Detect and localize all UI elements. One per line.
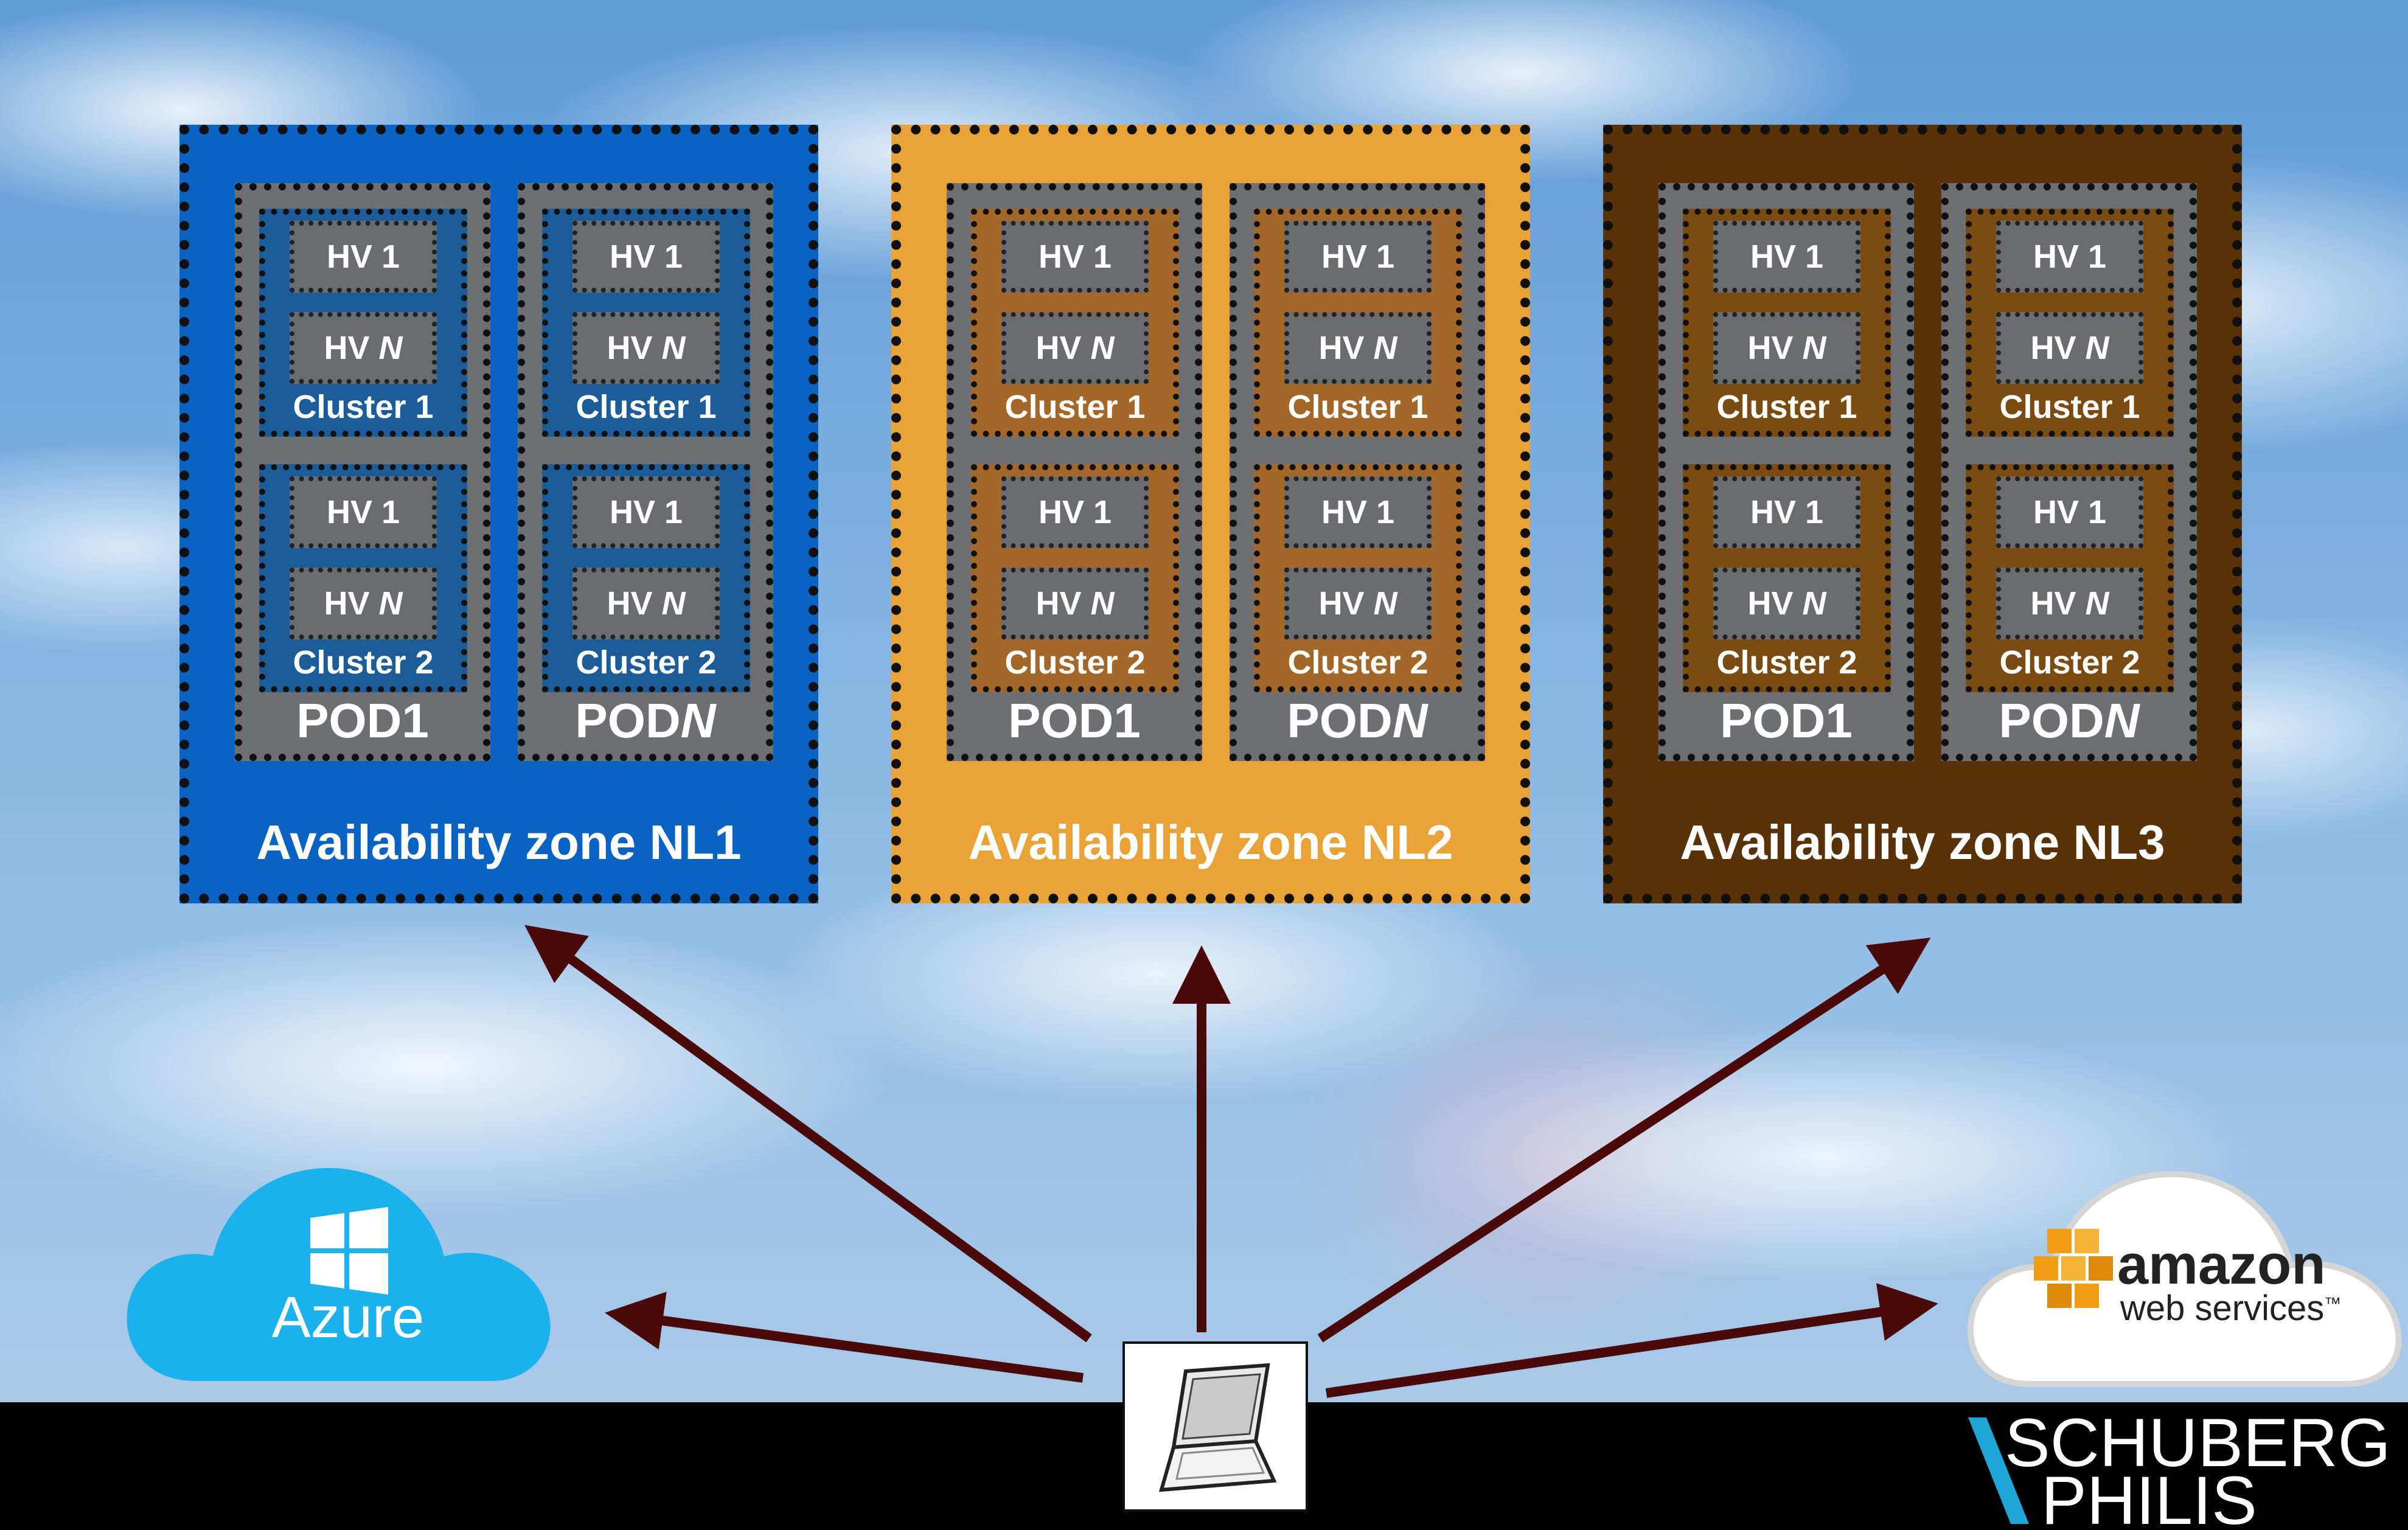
cluster-label: Cluster 1 — [1999, 389, 2140, 425]
cluster-1: HV 1 HV N Cluster 1 — [259, 209, 467, 437]
cluster-1: HV 1 HV N Cluster 1 — [1254, 209, 1462, 437]
pod-label: PODN — [1287, 694, 1428, 748]
hypervisor-n: HV N — [290, 312, 437, 384]
hypervisor-1: HV 1 — [1713, 221, 1860, 293]
hypervisor-1: HV 1 — [1001, 476, 1149, 548]
cluster-label: Cluster 1 — [576, 389, 717, 425]
cluster-2: HV 1 HV N Cluster 2 — [971, 464, 1179, 692]
pod-label: POD1 — [1008, 694, 1141, 748]
pod-n: HV 1 HV N Cluster 1 HV 1 HV N Cluster 2 … — [1230, 183, 1485, 761]
hypervisor-n: HV N — [1713, 312, 1860, 384]
pod-label: POD1 — [296, 694, 429, 748]
cluster-label: Cluster 2 — [1287, 644, 1428, 681]
pod-n: HV 1 HV N Cluster 1 HV 1 HV N Cluster 2 … — [518, 183, 773, 761]
availability-zone-nl3: HV 1 HV N Cluster 1 HV 1 HV N Cluster 2 … — [1603, 125, 2242, 903]
arrow-to-aws — [1325, 1283, 1938, 1398]
pod-1: HV 1 HV N Cluster 1 HV 1 HV N Cluster 2 … — [1658, 183, 1914, 761]
hypervisor-n: HV N — [1996, 312, 2143, 384]
hypervisor-1: HV 1 — [1001, 221, 1149, 293]
brand-line1: SCHUBERG — [2005, 1411, 2391, 1481]
cluster-label: Cluster 2 — [1004, 644, 1146, 681]
cluster-2: HV 1 HV N Cluster 2 — [1966, 464, 2174, 692]
hypervisor-n: HV N — [290, 568, 437, 639]
azure-cloud: Azure — [127, 1168, 551, 1381]
hypervisor-n: HV N — [1713, 568, 1860, 639]
arrow-to-nl1 — [524, 925, 1092, 1343]
cluster-2: HV 1 HV N Cluster 2 — [1683, 464, 1891, 692]
availability-zone-nl1: HV 1 HV N Cluster 1 HV 1 HV N Cluster 2 … — [179, 125, 818, 903]
hypervisor-n: HV N — [572, 568, 720, 639]
windows-logo-icon — [310, 1207, 388, 1295]
cluster-label: Cluster 1 — [1287, 389, 1428, 425]
aws-cloud: amazon web services™ — [1968, 1170, 2402, 1387]
hypervisor-1: HV 1 — [572, 221, 720, 293]
laptop-icon — [1158, 1363, 1277, 1492]
cluster-1: HV 1 HV N Cluster 1 — [1683, 209, 1891, 437]
hypervisor-n: HV N — [1001, 312, 1149, 384]
hypervisor-1: HV 1 — [290, 476, 437, 548]
cluster-2: HV 1 HV N Cluster 2 — [259, 464, 467, 692]
arrow-to-nl3 — [1317, 937, 1931, 1343]
hypervisor-1: HV 1 — [1996, 221, 2143, 293]
hypervisor-1: HV 1 — [1284, 221, 1432, 293]
hypervisor-1: HV 1 — [290, 221, 437, 293]
hypervisor-1: HV 1 — [1713, 476, 1860, 548]
aws-sub: web services™ — [2120, 1288, 2341, 1328]
cluster-label: Cluster 2 — [293, 644, 434, 681]
zone-title: Availability zone NL3 — [1680, 815, 2165, 869]
cluster-1: HV 1 HV N Cluster 1 — [1966, 209, 2174, 437]
hypervisor-1: HV 1 — [1996, 476, 2143, 548]
pod-label: PODN — [1999, 694, 2140, 748]
azure-label: Azure — [272, 1285, 425, 1350]
availability-zone-nl2: HV 1 HV N Cluster 1 HV 1 HV N Cluster 2 … — [891, 125, 1530, 903]
cluster-2: HV 1 HV N Cluster 2 — [542, 464, 750, 692]
zone-title: Availability zone NL2 — [968, 815, 1453, 869]
pod-label: PODN — [575, 694, 716, 748]
pod-label: POD1 — [1720, 694, 1853, 748]
arrow-to-azure — [605, 1292, 1084, 1383]
pod-1: HV 1 HV N Cluster 1 HV 1 HV N Cluster 2 … — [947, 183, 1202, 761]
hypervisor-1: HV 1 — [572, 476, 720, 548]
cluster-2: HV 1 HV N Cluster 2 — [1254, 464, 1462, 692]
hypervisor-n: HV N — [1996, 568, 2143, 639]
pod-n: HV 1 HV N Cluster 1 HV 1 HV N Cluster 2 … — [1941, 183, 2197, 761]
hypervisor-n: HV N — [572, 312, 720, 384]
aws-word: amazon — [2117, 1234, 2326, 1296]
aws-cubes-icon — [2034, 1229, 2113, 1308]
hypervisor-n: HV N — [1284, 568, 1432, 639]
cluster-label: Cluster 1 — [293, 389, 434, 425]
cluster-1: HV 1 HV N Cluster 1 — [542, 209, 750, 437]
schuberg-philis-logo: SCHUBERG PHILIS — [1968, 1411, 2391, 1527]
cluster-label: Cluster 2 — [1716, 644, 1857, 681]
client-laptop — [1122, 1341, 1308, 1512]
pod-1: HV 1 HV N Cluster 1 HV 1 HV N Cluster 2 … — [235, 183, 490, 761]
hypervisor-1: HV 1 — [1284, 476, 1432, 548]
hypervisor-n: HV N — [1001, 568, 1149, 639]
cluster-label: Cluster 1 — [1004, 389, 1146, 425]
cluster-label: Cluster 2 — [1999, 644, 2140, 681]
hypervisor-n: HV N — [1284, 312, 1432, 384]
zone-title: Availability zone NL1 — [256, 815, 742, 869]
cluster-label: Cluster 1 — [1716, 389, 1857, 425]
brand-line2: PHILIS — [2041, 1462, 2257, 1527]
cluster-1: HV 1 HV N Cluster 1 — [971, 209, 1179, 437]
cluster-label: Cluster 2 — [576, 644, 717, 681]
